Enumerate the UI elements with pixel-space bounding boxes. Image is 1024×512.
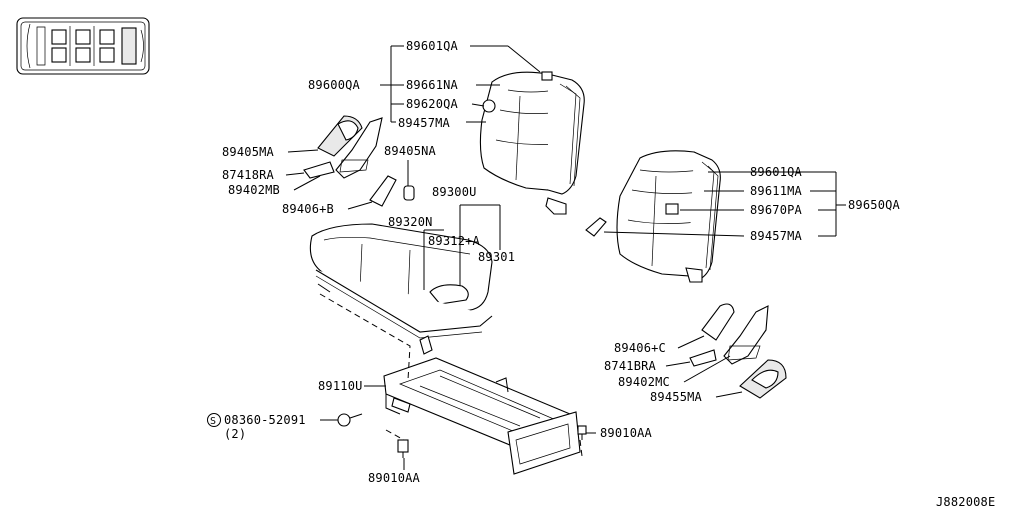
hinge-cover-right — [689, 303, 787, 399]
seat-back-upper — [479, 71, 585, 215]
label-89300U: 89300U — [432, 185, 477, 199]
label-89402MC: 89402MC — [618, 375, 670, 389]
label-89661NA: 89661NA — [406, 78, 459, 92]
vehicle-locator-icon — [16, 17, 150, 75]
bolt-right — [577, 425, 587, 440]
leader-lines — [285, 45, 846, 470]
screw-symbol-letter: S — [210, 416, 216, 427]
label-89650QA: 89650QA — [848, 198, 901, 212]
seat-cushion — [309, 223, 493, 339]
label-89406B: 89406+B — [282, 202, 334, 216]
label-89402MB: 89402MB — [228, 183, 280, 197]
label-89406C: 89406+C — [614, 341, 666, 355]
label-bolt-qty: (2) — [224, 427, 246, 441]
bolt-left — [337, 413, 363, 427]
label-89457MA-top: 89457MA — [398, 116, 451, 130]
hinge-cover-left — [303, 115, 415, 207]
label-89601QA-right: 89601QA — [750, 165, 803, 179]
screw-symbol-icon — [207, 413, 221, 427]
label-89611MA: 89611MA — [750, 184, 803, 198]
label-08360-52091: 08360-52091 — [224, 413, 306, 427]
label-89320N: 89320N — [388, 215, 433, 229]
label-87418RA: 87418RA — [222, 168, 275, 182]
label-89600QA: 89600QA — [308, 78, 361, 92]
bolt-bottom — [397, 439, 409, 458]
label-89455MA: 89455MA — [650, 390, 703, 404]
label-89301: 89301 — [478, 250, 515, 264]
label-89312A: 89312+A — [428, 234, 481, 248]
seat-frame — [383, 335, 581, 475]
label-89110U: 89110U — [318, 379, 363, 393]
label-8741BRA: 8741BRA — [604, 359, 657, 373]
label-89405NA: 89405NA — [384, 144, 437, 158]
label-bolt-08360-52091: S 08360-52091 (2) — [207, 413, 306, 441]
label-89457MA-right: 89457MA — [750, 229, 803, 243]
label-89601QA-top: 89601QA — [406, 39, 459, 53]
label-89405MA: 89405MA — [222, 145, 275, 159]
label-89670PA: 89670PA — [750, 203, 803, 217]
label-89010AA-bottom: 89010AA — [368, 471, 421, 485]
label-89620QA: 89620QA — [406, 97, 459, 111]
label-89010AA-right: 89010AA — [600, 426, 653, 440]
assembly-guide-lines — [319, 293, 583, 457]
reference-code: J882008E — [936, 495, 995, 509]
seat-back-right — [585, 150, 721, 283]
